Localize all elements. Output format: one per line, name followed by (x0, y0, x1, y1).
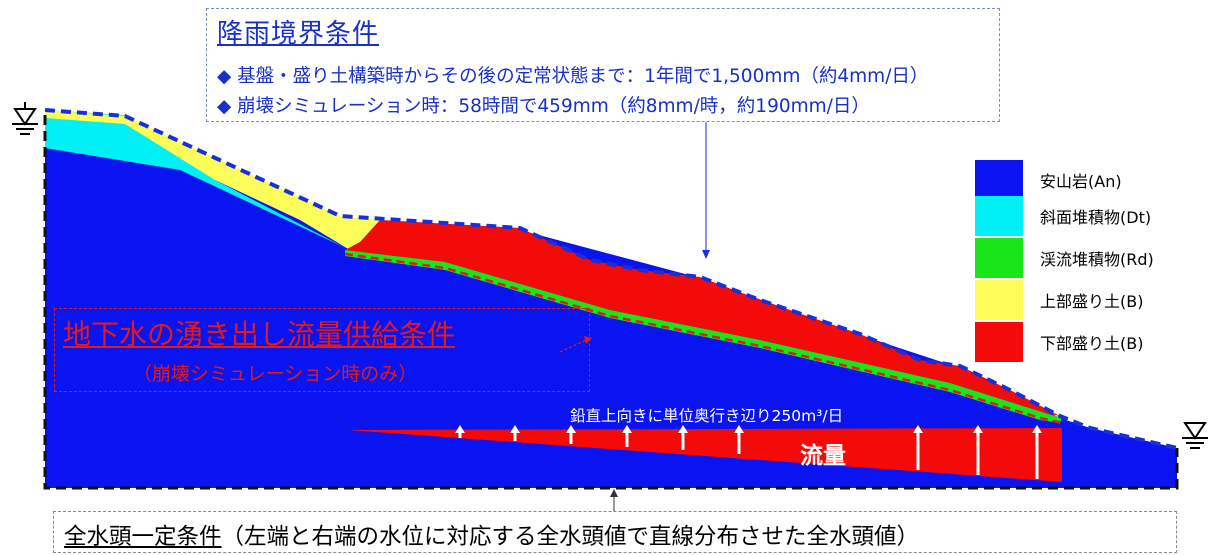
legend-item-slope-deposit: 斜面堆積物(Dt) (975, 196, 1151, 236)
legend-swatch (975, 160, 1023, 200)
legend-item-upper-fill: 上部盛り土(B) (975, 280, 1143, 320)
fixed-head-title: 全水頭一定条件 (64, 524, 222, 550)
legend-label: 下部盛り土(B) (1040, 334, 1144, 353)
groundwater-supply-title: 地下水の湧き出し流量供給条件 (63, 318, 456, 351)
inflow-arrow-8 (973, 425, 983, 475)
inflow-label: 流量 (800, 443, 846, 469)
inflow-supply-zone (348, 428, 1062, 482)
inflow-arrow-6 (734, 425, 744, 454)
fixed-head-boundary (43, 115, 1179, 490)
legend-label: 上部盛り土(B) (1040, 292, 1144, 311)
legend-swatch (975, 196, 1023, 236)
rainfall-boundary-callout: 降雨境界条件 ◆ 基盤・盛り土構築時からその後の定常状態まで：1年間で1,500… (206, 8, 1000, 122)
groundwater-supply-subtitle: （崩壊シミュレーション時のみ） (133, 363, 418, 385)
rainfall-condition-collapse: ◆ 崩壊シミュレーション時：58時間で459mm（約8mm/時，約190mm/日… (217, 96, 870, 117)
inflow-arrows (455, 425, 1042, 479)
rainfall-condition-construction: ◆ 基盤・盛り土構築時からその後の定常状態まで：1年間で1,500mm（約4mm… (217, 66, 929, 87)
inflow-rate-note: 鉛直上向きに単位奥行き辺り250m³/日 (570, 407, 844, 425)
legend-label: 斜面堆積物(Dt) (1040, 208, 1152, 227)
inflow-arrow-4 (622, 425, 632, 447)
water-level-right-icon (1182, 422, 1208, 449)
inflow-arrow-9 (1032, 425, 1042, 479)
legend-swatch (975, 280, 1023, 320)
upper-fill-layer (45, 110, 445, 262)
fixed-head-callout: 全水頭一定条件（左端と右端の水位に対応する全水頭値で直線分布させた全水頭値） (53, 511, 1177, 553)
fixed-head-description: （左端と右端の水位に対応する全水頭値で直線分布させた全水頭値） (221, 524, 920, 550)
rainfall-boundary-surface (44, 108, 1178, 450)
head-pointer-arrow (610, 489, 618, 511)
legend-label: 安山岩(An) (1040, 172, 1122, 191)
fixed-head-text: 全水頭一定条件（左端と右端の水位に対応する全水頭値で直線分布させた全水頭値） (64, 519, 919, 551)
legend-swatch (975, 238, 1023, 278)
inflow-arrow-5 (678, 425, 688, 450)
inflow-arrow-7 (913, 425, 923, 470)
water-level-left-icon (12, 102, 38, 135)
inflow-arrow-3 (566, 425, 576, 444)
lower-fill-layer (345, 220, 1060, 416)
rainfall-boundary-title: 降雨境界条件 (217, 19, 380, 49)
stream-deposit-lower-boundary (344, 252, 1063, 425)
stream-deposit-layer (345, 250, 1062, 423)
groundwater-pointer-arrow (559, 336, 592, 353)
inflow-arrow-1 (455, 425, 465, 438)
slope-deposit-layer (45, 110, 350, 250)
groundwater-supply-callout: 地下水の湧き出し流量供給条件 （崩壊シミュレーション時のみ） (54, 308, 590, 392)
inflow-arrow-2 (510, 425, 520, 441)
legend-label: 渓流堆積物(Rd) (1040, 250, 1154, 269)
legend-item-stream-deposit: 渓流堆積物(Rd) (975, 238, 1154, 278)
rain-pointer-arrow (702, 122, 710, 259)
legend-item-andesite: 安山岩(An) (975, 160, 1122, 200)
legend-swatch (975, 322, 1023, 362)
legend-item-lower-fill: 下部盛り土(B) (975, 322, 1143, 362)
